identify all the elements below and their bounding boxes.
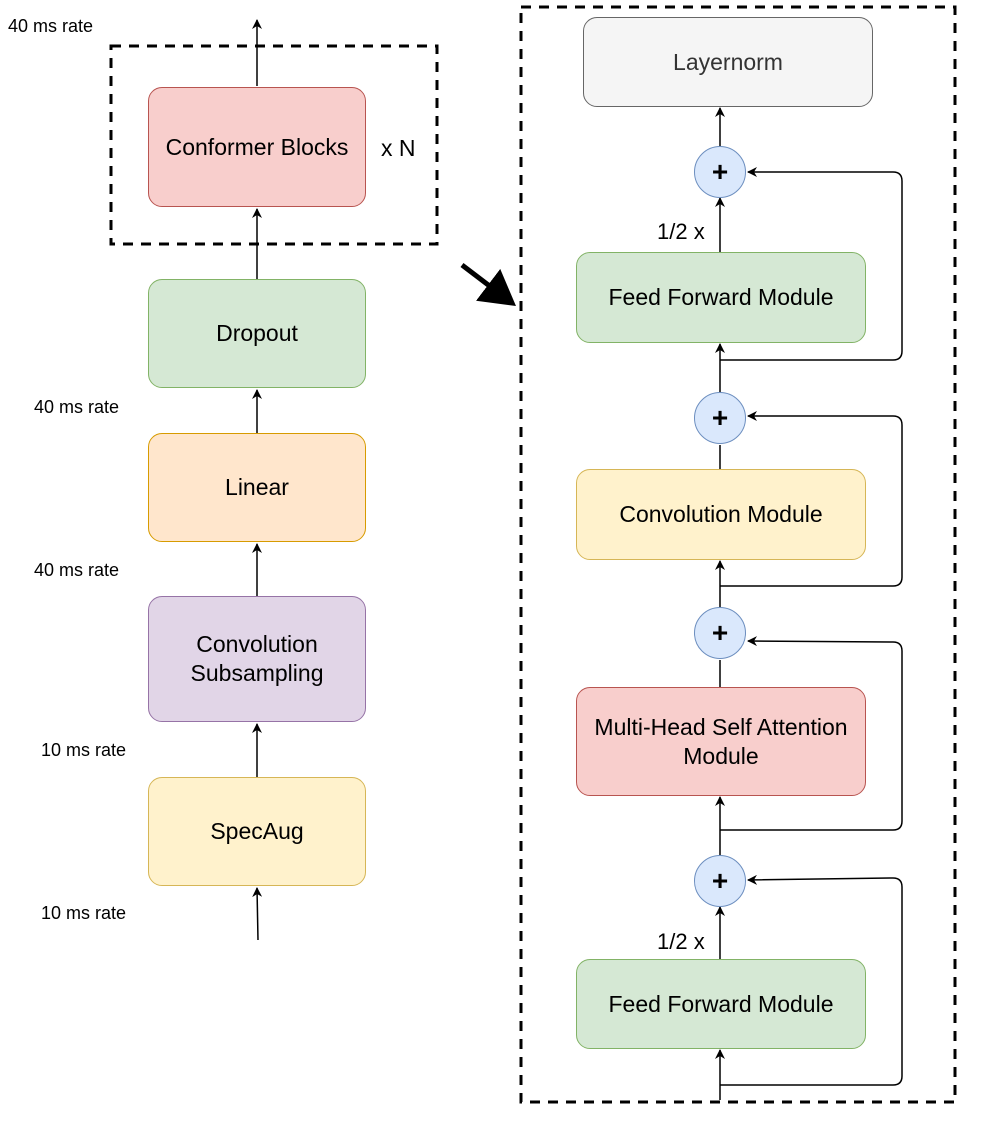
linear-box: Linear (148, 433, 366, 542)
residual-conv (720, 411, 903, 587)
residual-add-4: + (694, 146, 746, 198)
rate-label-subsampling-out: 40 ms rate (34, 560, 120, 580)
residual-ffn-bottom (720, 874, 903, 1086)
conformer-blocks-box: Conformer Blocks (148, 87, 366, 207)
feed-forward-module-bottom: Feed Forward Module (576, 959, 866, 1049)
residual-add-3: + (694, 392, 746, 444)
expand-arrow (460, 263, 516, 307)
specaug-box: SpecAug (148, 777, 366, 886)
residual-ffn-top (720, 167, 903, 361)
layernorm-box: Layernorm (583, 17, 873, 107)
residual-add-2: + (694, 607, 746, 659)
convolution-subsampling-box: Convolution Subsampling (148, 596, 366, 722)
residual-mhsa (720, 636, 903, 831)
conformer-block-detail-frame (519, 5, 957, 1104)
rate-label-output: 40 ms rate (8, 16, 94, 36)
multi-head-self-attention-box: Multi-Head Self Attention Module (576, 687, 866, 796)
rate-label-input: 10 ms rate (41, 903, 127, 923)
convolution-module-box: Convolution Module (576, 469, 866, 560)
rate-label-specaug-out: 10 ms rate (41, 740, 127, 760)
conformer-block-repeat-frame (109, 44, 439, 246)
feed-forward-module-top: Feed Forward Module (576, 252, 866, 343)
rate-label-linear-out: 40 ms rate (34, 397, 120, 417)
half-scale-label-bottom: 1/2 x (657, 929, 705, 954)
dropout-box: Dropout (148, 279, 366, 388)
repeat-label: x N (381, 135, 416, 161)
arrow-input (252, 887, 263, 941)
residual-add-1: + (694, 855, 746, 907)
half-scale-label-top: 1/2 x (657, 219, 705, 244)
